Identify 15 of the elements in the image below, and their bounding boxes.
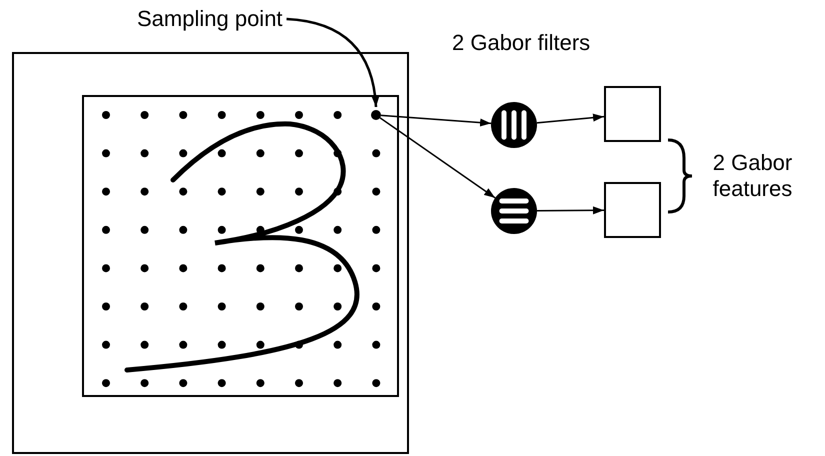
- gabor-filter-icon: [491, 102, 537, 148]
- square-box: [82, 95, 399, 397]
- arrow: [380, 117, 496, 198]
- callout-text: Sampling point: [137, 6, 283, 32]
- gabor-filter-icon: [491, 188, 537, 234]
- square-box: [12, 52, 409, 454]
- text-label: 2 Gabor features: [712, 150, 794, 202]
- arrow: [536, 114, 604, 124]
- text-label: 2 Gabor filters: [452, 30, 590, 56]
- square-box: [604, 86, 661, 142]
- square-box: [604, 182, 661, 238]
- leader-line: [286, 18, 379, 108]
- sampling-point-dot: [371, 110, 381, 120]
- arrow: [537, 206, 604, 214]
- arrow: [380, 114, 492, 127]
